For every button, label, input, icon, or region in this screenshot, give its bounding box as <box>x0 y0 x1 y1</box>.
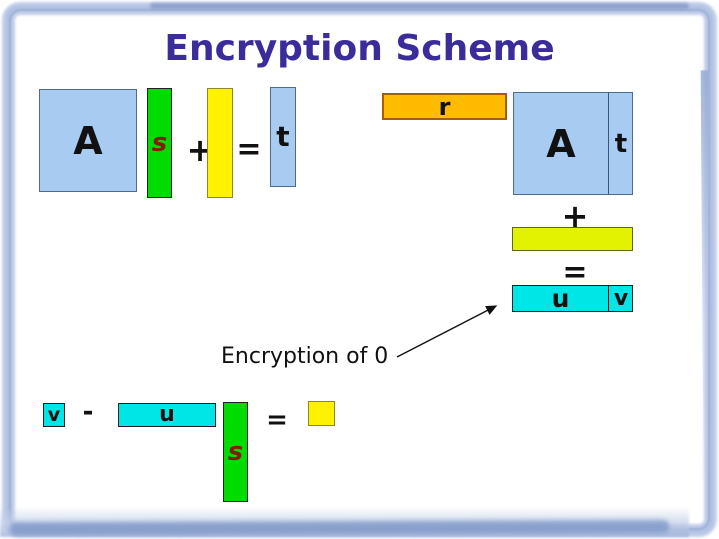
matrix-a-block: A <box>39 89 137 192</box>
decrypt-s-label: s <box>227 437 244 467</box>
decrypt-u-block: u <box>118 403 216 427</box>
matrix-a-t-block: A t <box>513 92 633 195</box>
decrypt-v-label: v <box>47 403 61 426</box>
result-noise-block <box>308 401 335 426</box>
public-t-label: t <box>276 120 290 153</box>
frame-paint-drip <box>700 70 709 500</box>
random-r-label: r <box>438 92 451 121</box>
equals-operator-keygen: = <box>236 132 262 167</box>
secret-s-block: s <box>147 88 172 198</box>
minus-operator-decryption: - <box>82 397 94 427</box>
ciphertext-v-label: v <box>613 285 629 311</box>
equals-operator-decryption: = <box>266 405 288 435</box>
decrypt-s-block: s <box>223 402 248 502</box>
frame-top-accent <box>150 3 689 9</box>
error-vector-block <box>207 88 233 198</box>
matrix-a-label: A <box>73 118 103 163</box>
frame-inner-line <box>9 9 710 530</box>
slide-title: Encryption Scheme <box>164 28 555 69</box>
random-r-block: r <box>382 93 507 120</box>
ciphertext-u-label: u <box>551 284 570 313</box>
decrypt-v-block: v <box>43 403 65 427</box>
u-v-divider-line <box>608 286 609 311</box>
equals-operator-encryption: = <box>562 255 588 290</box>
frame-bottom-accent <box>9 519 670 536</box>
secret-s-label: s <box>151 128 168 158</box>
error-row-block <box>512 227 633 251</box>
encryption-of-0-label: Encryption of 0 <box>221 344 389 369</box>
a-t-divider-line <box>608 93 609 194</box>
decrypt-u-label: u <box>159 402 175 427</box>
ciphertext-u-v-block: u v <box>512 285 633 312</box>
column-t-label: t <box>614 128 628 159</box>
plus-operator-encryption: + <box>561 197 589 235</box>
public-t-block: t <box>270 87 296 187</box>
matrix-a-label-right: A <box>546 121 576 166</box>
